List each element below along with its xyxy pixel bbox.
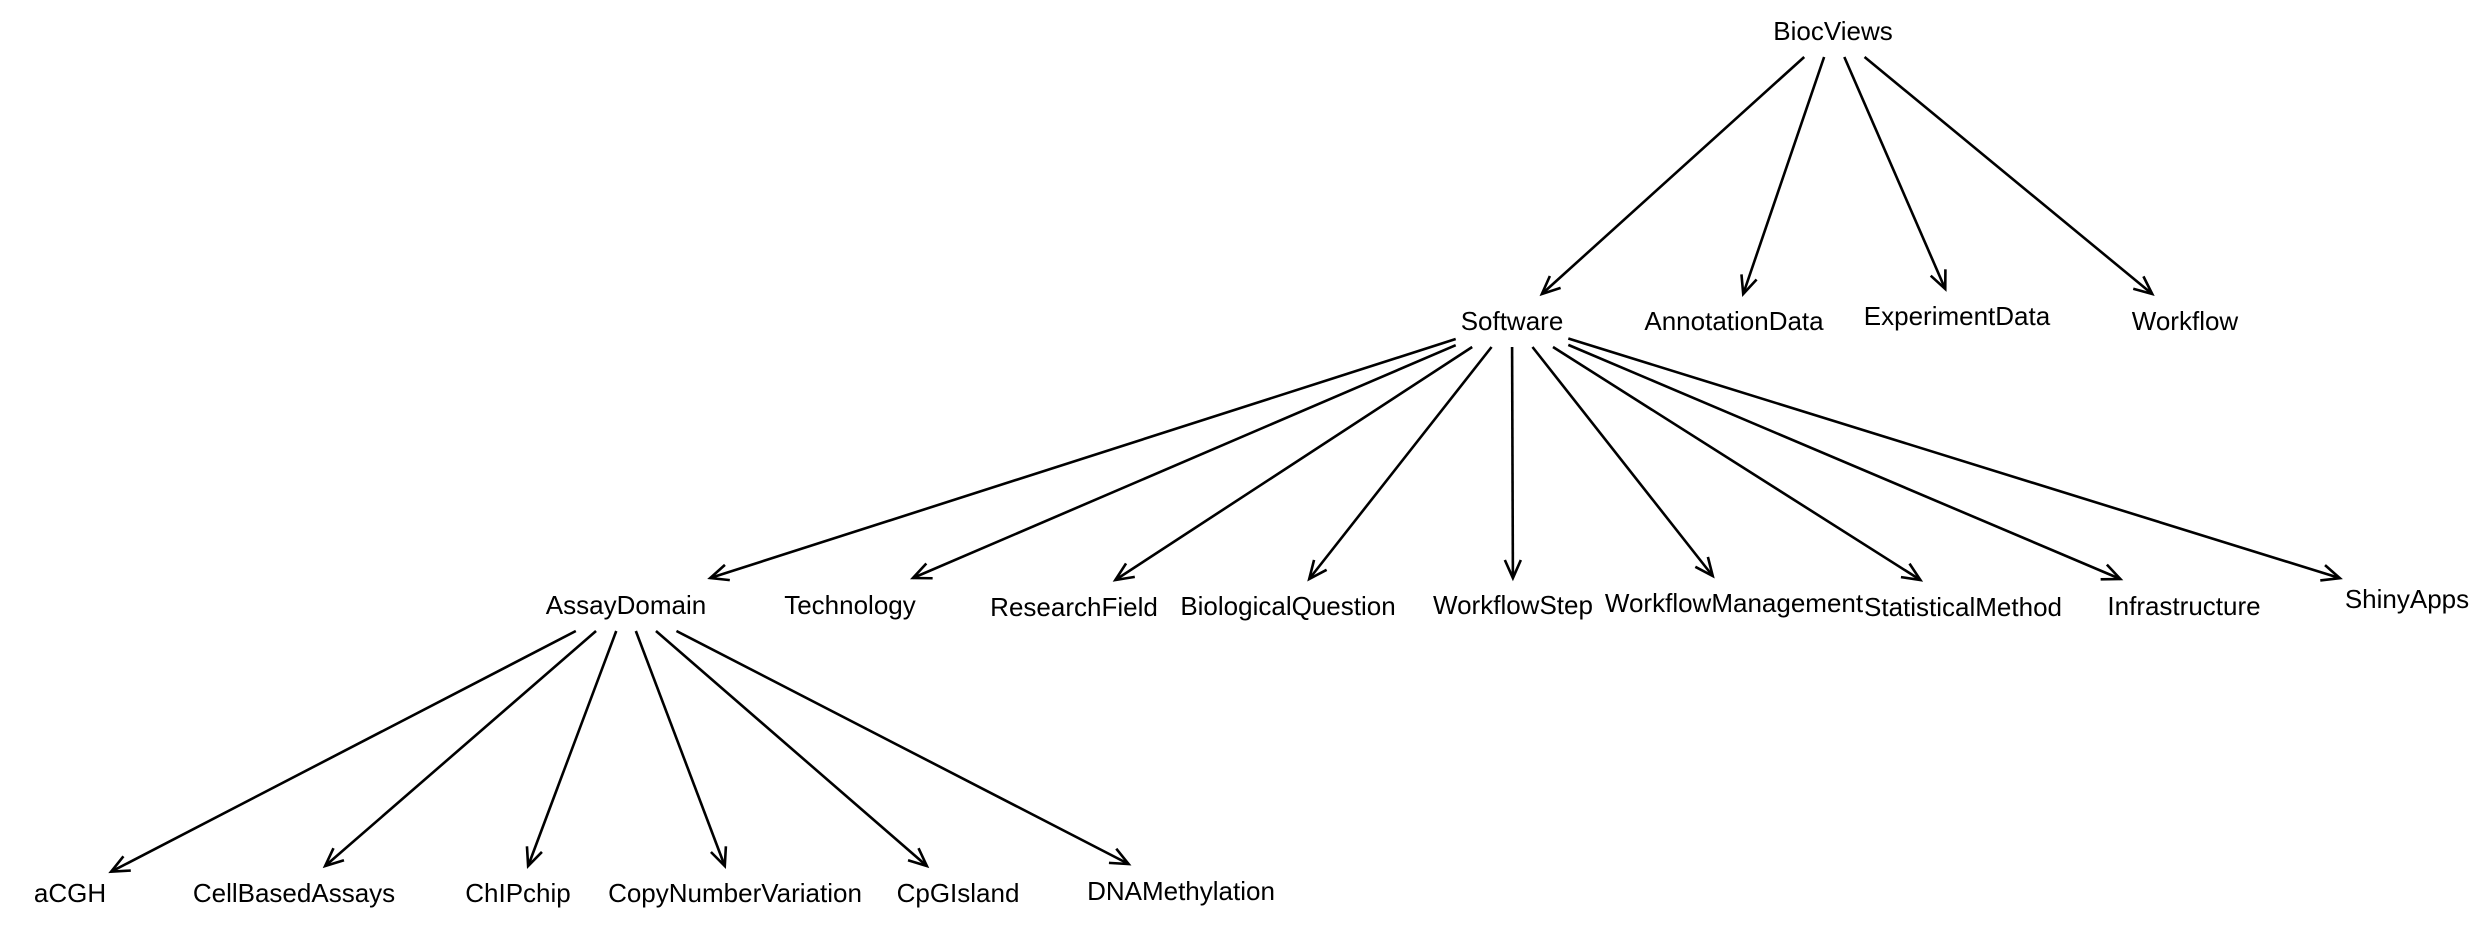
edge-assaydomain-copynumbervariation xyxy=(634,630,728,869)
edge-software-workflowstep xyxy=(1503,346,1523,582)
tree-node-workflow: Workflow xyxy=(2132,306,2239,336)
edge-software-biologicalquestion xyxy=(1307,346,1493,582)
tree-node-cpgisland: CpGIsland xyxy=(897,878,1020,908)
edge-software-technology xyxy=(909,343,1457,580)
edge-software-workflowmanagement xyxy=(1531,346,1715,579)
edge-biocviews-software xyxy=(1539,56,1806,297)
edge-biocviews-annotationdata xyxy=(1740,56,1826,298)
tree-node-shinyapps: ShinyApps xyxy=(2345,584,2469,614)
tree-node-workflowmanagement: WorkflowManagement xyxy=(1605,588,1864,618)
edge-biocviews-experimentdata xyxy=(1843,56,1947,292)
edges-layer xyxy=(108,55,2343,874)
edge-assaydomain-cpgisland xyxy=(655,630,930,869)
tree-node-software: Software xyxy=(1461,306,1564,336)
tree-node-dnamethylation: DNAMethylation xyxy=(1087,876,1275,906)
edge-assaydomain-cellbasedassays xyxy=(322,630,597,869)
tree-node-workflowstep: WorkflowStep xyxy=(1433,590,1593,620)
edge-assaydomain-acgh xyxy=(108,629,577,874)
edge-software-assaydomain xyxy=(707,337,1457,582)
tree-node-copynumbervariation: CopyNumberVariation xyxy=(608,878,862,908)
tree-node-researchfield: ResearchField xyxy=(990,592,1158,622)
edge-biocviews-workflow xyxy=(1863,55,2155,297)
tree-node-statisticalmethod: StatisticalMethod xyxy=(1864,592,2062,622)
tree-node-experimentdata: ExperimentData xyxy=(1864,301,2051,331)
edge-software-statisticalmethod xyxy=(1552,345,1924,582)
tree-node-biocviews: BiocViews xyxy=(1773,16,1892,46)
tree-node-biologicalquestion: BiologicalQuestion xyxy=(1180,591,1395,621)
tree-node-technology: Technology xyxy=(784,590,916,620)
edge-assaydomain-dnamethylation xyxy=(675,629,1132,866)
edge-software-infrastructure xyxy=(1567,343,2124,581)
tree-node-assaydomain: AssayDomain xyxy=(546,590,706,620)
tree-node-chipchip: ChIPchip xyxy=(465,878,571,908)
edge-software-researchfield xyxy=(1112,345,1473,582)
tree-node-acgh: aCGH xyxy=(34,878,106,908)
tree-node-annotationdata: AnnotationData xyxy=(1644,306,1824,336)
tree-node-infrastructure: Infrastructure xyxy=(2107,591,2260,621)
edge-assaydomain-chipchip xyxy=(525,630,618,869)
tree-node-cellbasedassays: CellBasedAssays xyxy=(193,878,395,908)
edge-software-shinyapps xyxy=(1567,337,2343,582)
